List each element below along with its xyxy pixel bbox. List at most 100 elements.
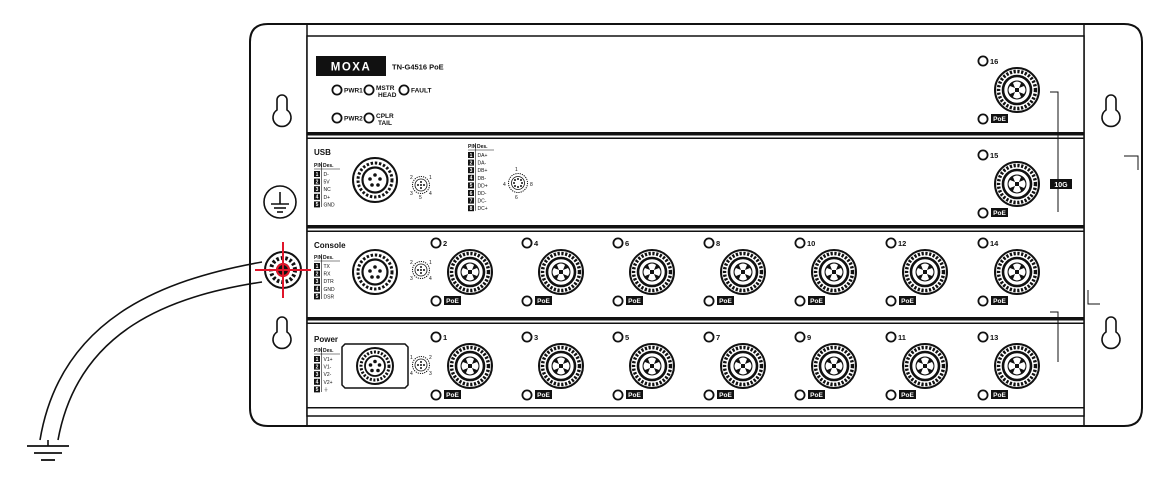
poe-badge [717,390,734,399]
power-connector[interactable] [341,343,409,389]
led-indicator-icon [703,389,715,401]
m12-connector-icon[interactable] [628,248,676,296]
pin-number-label: 3 [429,371,432,377]
m12-connector-icon[interactable] [993,66,1041,114]
mounting-hole-icon [272,94,292,128]
led-indicator-icon [398,84,410,96]
led-indicator-icon [521,237,533,249]
pin-description: ⏚ [324,386,329,393]
poe-badge-text: PoE [719,392,732,399]
status-led-label: MSTR [376,85,395,92]
pin-description: DD+ [478,183,488,189]
section-labels: USB Console Power [314,148,346,344]
led-indicator-icon [430,295,442,307]
pin-number-label: 2 [429,355,432,361]
pin-description: V1- [324,365,332,371]
led-indicator-icon [885,389,897,401]
brand-block: MOXA TN-G4516 PoE [316,56,444,76]
pin-description: RX [324,272,332,278]
m12-connector-icon[interactable] [537,248,585,296]
led-indicator-icon [794,295,806,307]
pin-number: 5 [316,202,319,208]
pin-description: D+ [324,195,331,201]
m12-connector-icon[interactable] [901,342,949,390]
port-number: 4 [534,239,539,248]
m12-connector-icon[interactable] [993,248,1041,296]
console-section-label: Console [314,241,346,250]
pin-description: DC+ [478,206,488,212]
led-indicator-icon [703,295,715,307]
poe-badge [808,390,825,399]
mounting-holes [272,94,1121,350]
pin-number: 4 [316,287,319,293]
status-led-label: FAULT [411,88,431,95]
led-indicator-icon [612,295,624,307]
pin-number-label: 1 [515,167,518,173]
m12-connector-icon[interactable] [810,248,858,296]
usb-connector[interactable] [352,157,398,203]
poe-badge-text: PoE [446,298,459,305]
m12-connector-icon[interactable] [446,342,494,390]
poe-badge [991,296,1008,305]
poe-badge-text: PoE [901,298,914,305]
poe-badge-text: PoE [628,298,641,305]
m12-connector-icon[interactable] [628,342,676,390]
m12-connector-icon[interactable] [993,342,1041,390]
desc-header-label: Des. [323,348,334,354]
m12-connector-icon[interactable] [901,248,949,296]
pin-number-label: 4 [429,276,432,282]
m12-connector-icon[interactable] [537,342,585,390]
ground-screw-icon [255,242,311,298]
led-indicator-icon [885,331,897,343]
m12-connector-icon[interactable] [810,342,858,390]
poe-badge [535,296,552,305]
led-indicator-icon [977,113,989,125]
port-number: 1 [443,333,447,342]
console-connector[interactable] [352,249,398,295]
pin-number-label: 4 [410,371,413,377]
pin-number: 2 [316,179,319,185]
m12-connector-icon[interactable] [446,248,494,296]
status-led: FAULT [398,84,431,96]
power-section-label: Power [314,335,338,344]
m12-connector-icon[interactable] [719,248,767,296]
pin-number-label: 5 [419,195,422,201]
led-indicator-icon [977,331,989,343]
pin-description: V2- [324,372,332,378]
m12-connector-icon[interactable] [719,342,767,390]
pin-header-label: PIN [314,163,323,169]
led-indicator-icon [977,207,989,219]
pin-description: DA+ [478,153,488,159]
pin-number: 2 [316,364,319,370]
led-indicator-icon [794,331,806,343]
led-indicator-icon [977,389,989,401]
usb-section-label: USB [314,148,331,157]
led-indicator-icon [363,84,375,96]
port-number: 14 [990,239,999,248]
pin-header-label: PIN [314,255,323,261]
poe-badge [899,296,916,305]
poe-badge-text: PoE [993,392,1006,399]
m12-connector-icon[interactable] [993,160,1041,208]
poe-badge [444,390,461,399]
port-number: 9 [807,333,811,342]
